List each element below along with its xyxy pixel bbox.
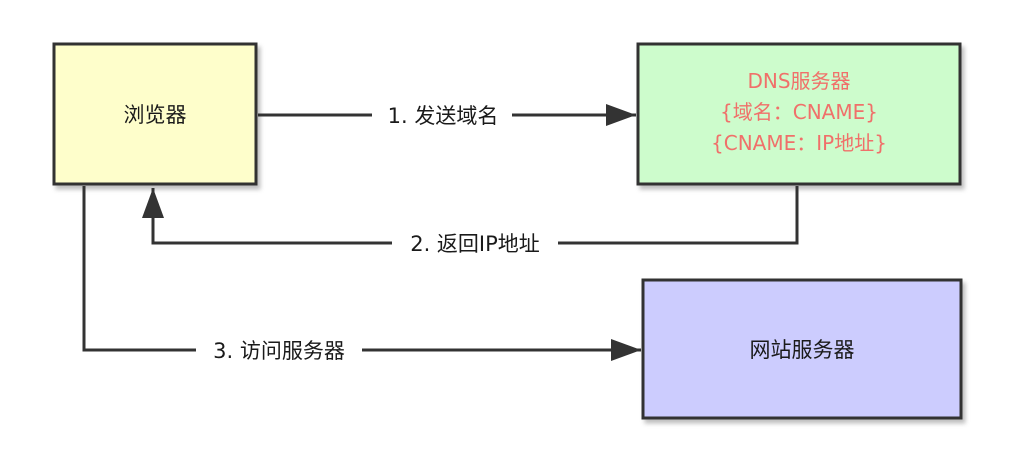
web-server-label: 网站服务器 (750, 338, 855, 362)
web-server-box (641, 278, 963, 420)
browser-label: 浏览器 (124, 103, 187, 127)
edge-visit-server: 3. 访问服务器 (82, 186, 641, 365)
edge-send-domain-label: 1. 发送域名 (388, 104, 499, 128)
web-server-node: 网站服务器 (641, 278, 963, 420)
edge-send-domain: 1. 发送域名 (258, 100, 636, 130)
dns-server-title: DNS服务器 (747, 69, 850, 93)
edge-return-ip-label: 2. 返回IP地址 (410, 232, 540, 256)
dns-server-node: DNS服务器 {域名：CNAME} {CNAME：IP地址} (636, 42, 962, 186)
edge-visit-server-label: 3. 访问服务器 (213, 339, 345, 363)
edge-visit-server-line (82, 186, 641, 361)
edge-send-domain-label-bg (372, 100, 512, 130)
browser-box (52, 42, 258, 186)
edge-return-ip: 2. 返回IP地址 (142, 186, 799, 258)
edge-return-ip-label-bg (392, 228, 558, 258)
dns-server-box (636, 42, 962, 186)
edge-visit-server-label-bg (196, 335, 362, 365)
dns-record-domain-cname: {域名：CNAME} (720, 100, 878, 124)
dns-record-cname-ip: {CNAME：IP地址} (711, 131, 887, 155)
browser-node: 浏览器 (52, 42, 258, 186)
